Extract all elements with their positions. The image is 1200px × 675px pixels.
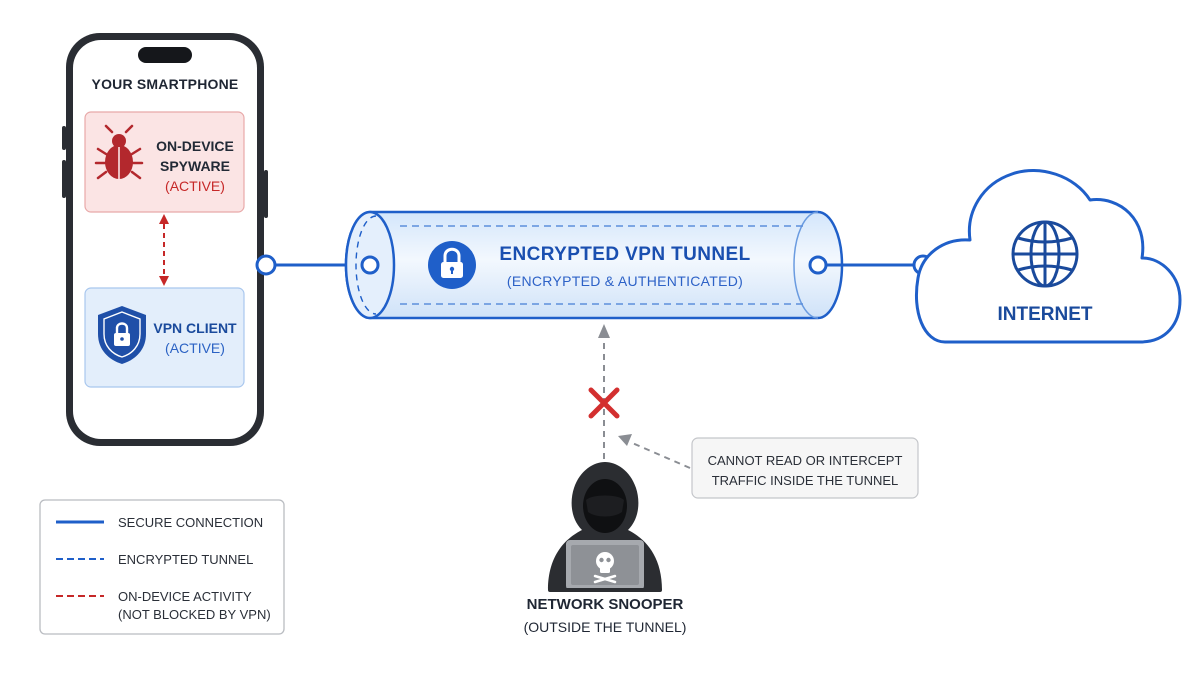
legend xyxy=(39,499,285,635)
red-x-icon xyxy=(588,387,620,419)
note-arrow xyxy=(618,434,691,469)
legend-item-on-device-note: (NOT BLOCKED BY VPN) xyxy=(118,607,271,622)
vpn-tunnel xyxy=(344,210,844,320)
spyware-label-line1: ON-DEVICE xyxy=(156,138,234,154)
internet-label: INTERNET xyxy=(997,304,1093,325)
spyware-box xyxy=(84,111,245,213)
legend-item-tunnel: ENCRYPTED TUNNEL xyxy=(118,552,254,567)
vpn-client-name: VPN CLIENT xyxy=(153,320,237,336)
legend-item-secure: SECURE CONNECTION xyxy=(118,515,264,530)
lock-icon xyxy=(428,241,476,289)
spyware-status: (ACTIVE) xyxy=(165,178,225,194)
tunnel-subtitle: (ENCRYPTED & AUTHENTICATED) xyxy=(506,273,744,289)
snooper-subtitle: (OUTSIDE THE TUNNEL) xyxy=(523,619,687,635)
bug-icon xyxy=(94,124,144,180)
legend-item-on-device: ON-DEVICE ACTIVITY xyxy=(118,589,252,604)
skull-icon xyxy=(593,552,617,584)
spyware-label-line2: SPYWARE xyxy=(159,158,230,174)
shield-lock-icon xyxy=(98,306,146,364)
snooper-title: NETWORK SNOOPER xyxy=(526,596,684,613)
spyware-label: ON-DEVICE SPYWARE (ACTIVE) xyxy=(148,136,242,196)
note-box xyxy=(691,437,919,499)
phone-title: YOUR SMARTPHONE xyxy=(91,76,239,92)
tunnel-title: ENCRYPTED VPN TUNNEL xyxy=(499,244,751,265)
note-line2: TRAFFIC INSIDE THE TUNNEL xyxy=(711,473,899,488)
vpn-client-status: (ACTIVE) xyxy=(165,340,225,356)
phone-notch xyxy=(138,47,192,63)
note-text: CANNOT READ OR INTERCEPT TRAFFIC INSIDE … xyxy=(692,451,918,491)
on-device-activity-arrow xyxy=(159,214,169,286)
internet-cloud xyxy=(914,169,1182,344)
note-line1: CANNOT READ OR INTERCEPT xyxy=(707,453,903,468)
hooded-hacker-icon xyxy=(548,462,662,592)
vpn-client-label: VPN CLIENT (ACTIVE) xyxy=(148,318,242,358)
globe-icon xyxy=(1011,220,1079,288)
